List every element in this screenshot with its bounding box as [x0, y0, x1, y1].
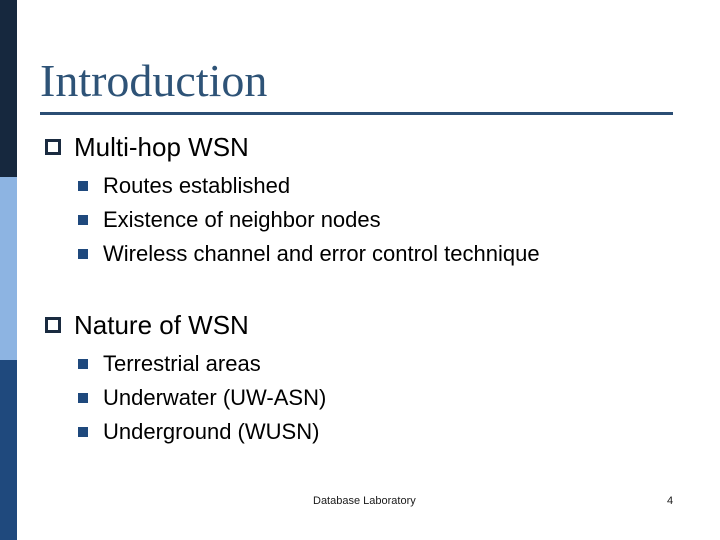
- footer-text: Database Laboratory: [313, 495, 416, 507]
- filled-square-bullet-icon: [78, 215, 88, 225]
- list-item-text: Existence of neighbor nodes: [103, 207, 381, 232]
- section-multi-hop-wsn: Multi-hop WSN: [45, 132, 249, 162]
- hollow-square-bullet-icon: [45, 139, 61, 155]
- section-title: Nature of WSN: [74, 310, 249, 340]
- left-accent-bar-middle: [0, 177, 17, 360]
- filled-square-bullet-icon: [78, 249, 88, 259]
- list-item: Wireless channel and error control techn…: [78, 237, 540, 271]
- list-item-text: Terrestrial areas: [103, 351, 261, 376]
- left-accent-bar-top: [0, 0, 17, 177]
- list-item: Underwater (UW-ASN): [78, 381, 326, 415]
- list-item-text: Routes established: [103, 173, 291, 198]
- section-title: Multi-hop WSN: [74, 132, 249, 162]
- title-underline: [40, 112, 673, 115]
- list-item: Existence of neighbor nodes: [78, 203, 540, 237]
- filled-square-bullet-icon: [78, 427, 88, 437]
- left-accent-bar-bottom: [0, 360, 17, 540]
- slide-title: Introduction: [40, 55, 268, 106]
- filled-square-bullet-icon: [78, 393, 88, 403]
- filled-square-bullet-icon: [78, 181, 88, 191]
- bullet-list-nature: Terrestrial areas Underwater (UW-ASN) Un…: [78, 347, 326, 449]
- filled-square-bullet-icon: [78, 359, 88, 369]
- page-number: 4: [666, 495, 674, 507]
- list-item: Terrestrial areas: [78, 347, 326, 381]
- list-item-text: Underground (WUSN): [103, 419, 320, 444]
- list-item: Routes established: [78, 169, 540, 203]
- list-item-text: Wireless channel and error control techn…: [103, 241, 540, 266]
- list-item-text: Underwater (UW-ASN): [103, 385, 327, 410]
- section-nature-of-wsn: Nature of WSN: [45, 310, 249, 340]
- hollow-square-bullet-icon: [45, 317, 61, 333]
- bullet-list-multi-hop: Routes established Existence of neighbor…: [78, 169, 540, 271]
- list-item: Underground (WUSN): [78, 415, 326, 449]
